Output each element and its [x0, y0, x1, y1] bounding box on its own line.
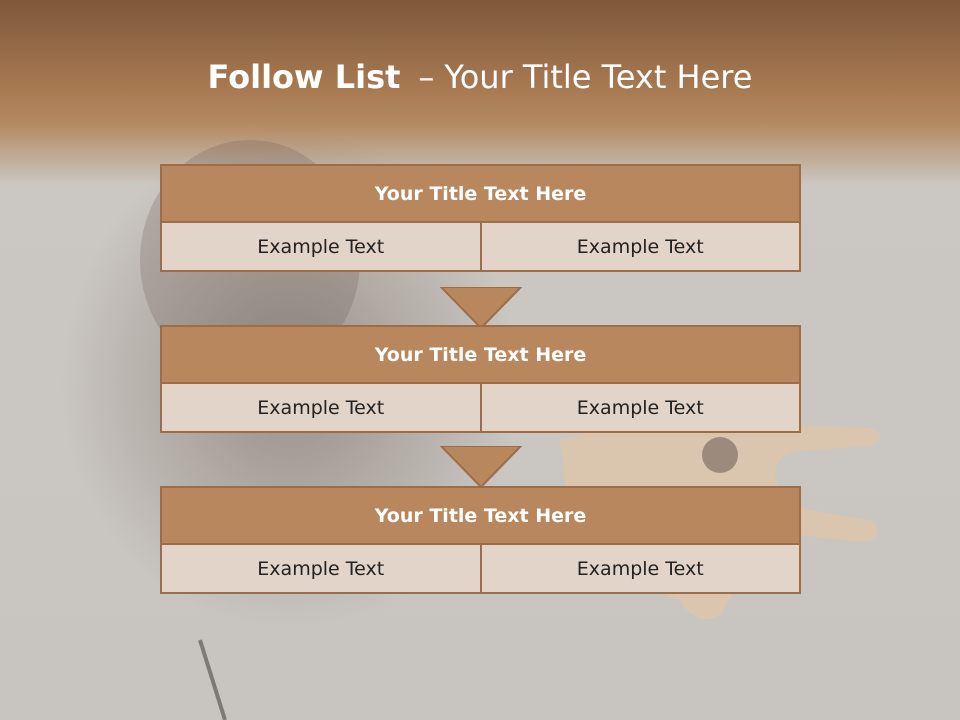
title-rest: Your Title Text Here: [444, 58, 753, 96]
list-box-3: Your Title Text Here Example Text Exampl…: [160, 486, 801, 594]
box-title: Your Title Text Here: [162, 166, 799, 223]
box-row: Example Text Example Text: [162, 223, 799, 270]
slide-title: Follow List – Your Title Text Here: [0, 52, 960, 102]
title-dash: –: [418, 58, 435, 96]
list-box-2: Your Title Text Here Example Text Exampl…: [160, 325, 801, 433]
box-cell-left: Example Text: [257, 557, 385, 580]
box-cell-right: Example Text: [479, 223, 800, 270]
list-box-1: Your Title Text Here Example Text Exampl…: [160, 164, 801, 272]
title-bold: Follow List: [207, 58, 401, 96]
box-title: Your Title Text Here: [162, 488, 799, 545]
box-cell-left: Example Text: [257, 235, 385, 258]
box-row: Example Text Example Text: [162, 545, 799, 592]
down-arrow-icon: [440, 446, 522, 488]
box-cell-right: Example Text: [479, 545, 800, 592]
down-arrow-icon: [440, 287, 522, 329]
box-row: Example Text Example Text: [162, 384, 799, 431]
box-cell-left: Example Text: [257, 396, 385, 419]
box-cell-right: Example Text: [479, 384, 800, 431]
box-title: Your Title Text Here: [162, 327, 799, 384]
